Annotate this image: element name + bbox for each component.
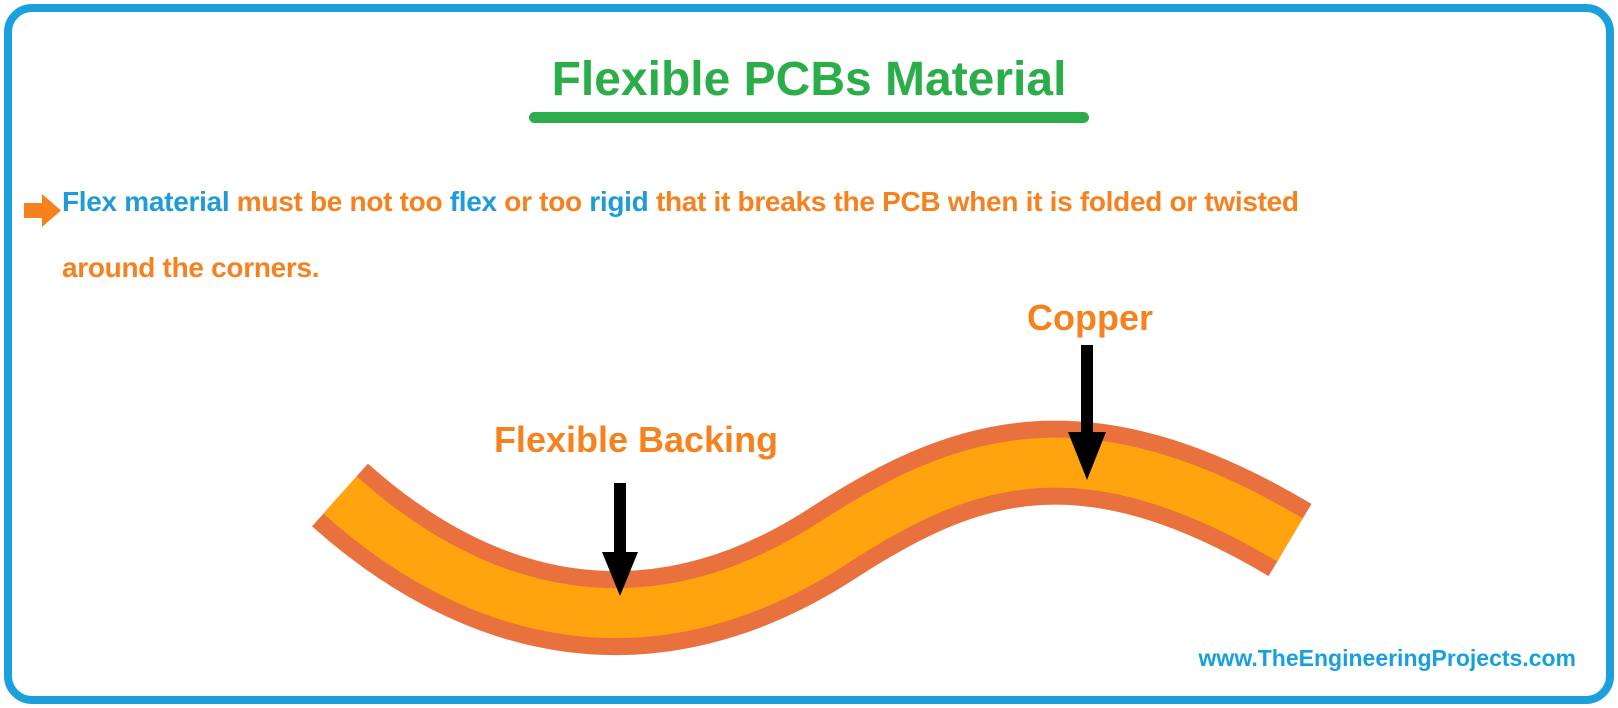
flex-band-core [323,437,1303,639]
copper-label: Copper [1027,297,1153,338]
flexible-backing-arrow-icon [602,483,638,596]
copper-arrow-head [1068,432,1106,480]
bullet-arrow-shaft [24,203,43,218]
page-title: Flexible PCBs Material [551,53,1067,106]
note-segment: must be not too [229,186,450,217]
note-line-2: around the corners. [62,252,320,283]
bullet-arrow-head [42,194,61,227]
note-segment: Flex material [62,186,230,217]
title-underline [529,112,1089,123]
note-segment: flex [449,186,497,217]
bullet-arrow-icon [24,194,61,232]
copper-arrow-icon [1068,345,1106,480]
flexible-backing-arrow-head [602,552,638,596]
note-segment: rigid [589,186,649,217]
note-line-1: Flex material must be not too flex or to… [62,186,1299,218]
watermark-url: www.TheEngineeringProjects.com [1198,645,1576,671]
flexible-backing-label: Flexible Backing [493,419,779,460]
title-block: Flexible PCBs Material [0,52,1618,123]
note-segment: that it breaks the PCB when it is folded… [648,186,1299,217]
flexible-backing-arrow-shaft [614,483,626,557]
copper-arrow-shaft [1081,345,1093,437]
note-segment: or too [496,186,590,217]
